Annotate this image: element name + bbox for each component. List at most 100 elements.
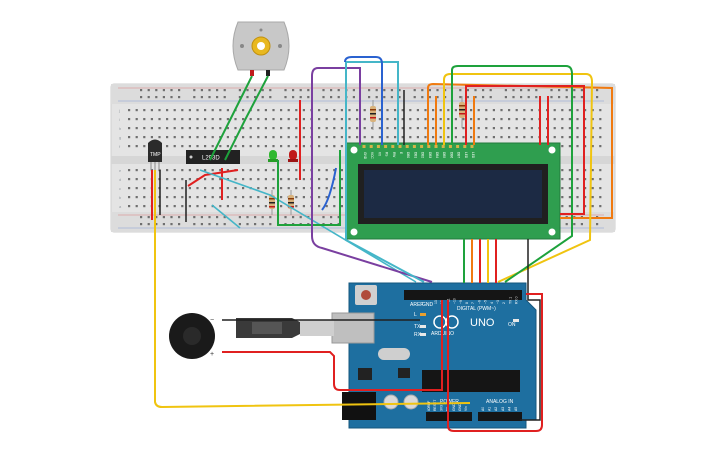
resistor-1[interactable] — [269, 190, 275, 215]
analog-pin-label: A4 — [507, 407, 511, 411]
lcd-pin[interactable] — [405, 145, 409, 148]
digital-header[interactable] — [404, 290, 522, 300]
row-letter-h: h — [119, 126, 121, 131]
usb-cable — [236, 318, 334, 338]
lcd-pin-label: RS — [385, 152, 389, 156]
lcd-pin[interactable] — [369, 145, 373, 148]
buzzer-minus-label: − — [210, 317, 214, 324]
l-led-label: L — [414, 312, 417, 318]
row-letter-b: b — [119, 195, 122, 200]
analog-pin-label: A0 — [481, 407, 485, 411]
lcd-pin[interactable] — [470, 145, 474, 148]
led-green[interactable] — [268, 150, 278, 162]
lcd-pin[interactable] — [412, 145, 416, 148]
lcd-pin-label: DB7 — [457, 152, 461, 158]
lcd-pin[interactable] — [362, 145, 366, 148]
power-pin-label: IOREF — [427, 401, 431, 411]
wire-red-loop — [447, 293, 543, 432]
led-red[interactable] — [288, 150, 298, 162]
lcd-pin[interactable] — [420, 145, 424, 148]
power-pin-label: GND — [458, 403, 462, 411]
analog-pin-label: A3 — [501, 407, 505, 411]
row-letter-j: j — [118, 108, 120, 113]
digital-pin-label: 8 — [465, 302, 469, 304]
lcd-pin-label: V0 — [377, 152, 381, 156]
lcd-pin[interactable] — [391, 145, 395, 148]
dc-power-jack[interactable] — [342, 392, 376, 420]
lcd-pin-label: DB0 — [406, 152, 410, 158]
digital-pin-label: 4 — [490, 302, 494, 304]
reset-button[interactable] — [361, 290, 371, 300]
lcd-pin[interactable] — [456, 145, 460, 148]
wire-cyan-lcd — [346, 61, 399, 145]
wires — [151, 56, 613, 432]
on-led-label: ON — [508, 322, 516, 328]
lcd-pin[interactable] — [376, 145, 380, 148]
usb-b-port[interactable] — [331, 312, 375, 344]
lcd-pin-label: DB1 — [413, 152, 417, 158]
lcd-pin-label: DB6 — [449, 152, 453, 158]
digital-pin-label: ~10 — [453, 298, 457, 304]
digital-pin-label: ~5 — [484, 300, 488, 304]
resistor-4[interactable] — [459, 96, 465, 128]
row-letter-i: i — [119, 117, 120, 122]
lcd-pin[interactable] — [384, 145, 388, 148]
lcd-pin-label: VCC — [370, 152, 374, 159]
wire-green-motor-a — [209, 75, 253, 161]
tx-label: TX — [414, 324, 421, 330]
power-pin-label: 3V3 — [439, 405, 443, 411]
lcd-pin-label: DB5 — [442, 152, 446, 158]
digital-pin-label: 7 — [471, 302, 475, 304]
lcd-pin[interactable] — [434, 145, 438, 148]
lcd-pin[interactable] — [427, 145, 431, 148]
analog-header-label: ANALOG IN — [486, 399, 514, 405]
lcd-pin-label: LED — [471, 152, 475, 159]
wire-black-ard — [520, 239, 541, 421]
resistor-3[interactable] — [370, 100, 376, 130]
row-letter-f: f — [119, 144, 121, 149]
arduino-logo — [433, 315, 459, 329]
analog-pin-label: A1 — [488, 407, 492, 411]
power-pin-label: Vin — [464, 406, 468, 411]
analog-header[interactable] — [478, 412, 522, 421]
lcd-pin[interactable] — [448, 145, 452, 148]
temperature-sensor[interactable]: TMP — [148, 139, 162, 171]
digital-pin-label: ~6 — [477, 300, 481, 304]
digital-header-label: DIGITAL (PWM~) — [457, 306, 496, 312]
lcd-pin-label: GND — [363, 152, 367, 160]
piezo-buzzer[interactable]: − + — [169, 313, 215, 359]
wire-red-buzzer — [222, 300, 443, 391]
lcd-pin[interactable] — [398, 145, 402, 148]
digital-pin-label: ~3 — [496, 300, 500, 304]
tmp-label: TMP — [150, 152, 161, 158]
digital-pin-label: TX 1 — [508, 297, 512, 304]
row-letter-g: g — [119, 135, 121, 140]
wire-yellow-lcd — [443, 73, 594, 283]
lcd-pin-label: E — [399, 152, 403, 154]
uno-label: UNO — [470, 317, 495, 329]
row-letter-c: c — [119, 186, 121, 191]
wire-green-motor-b — [224, 75, 269, 161]
lcd-pin-label: RW — [392, 152, 396, 157]
lcd-pin[interactable] — [463, 145, 467, 148]
aref-label: AREF — [410, 302, 423, 308]
wire-blue-top — [344, 56, 383, 145]
gnd-label: GND — [422, 302, 434, 308]
wire-purple-lcd — [318, 67, 361, 145]
wire-yellow-tmp — [154, 170, 471, 409]
lcd-pin[interactable] — [441, 145, 445, 148]
dc-motor[interactable] — [232, 21, 290, 76]
digital-pin-label: ~9 — [459, 300, 463, 304]
rx-label: RX — [414, 332, 422, 338]
digital-pin-label: 2 — [502, 302, 506, 304]
atmega-chip — [422, 370, 520, 392]
power-header-label: POWER — [440, 399, 459, 405]
power-pin-label: GND — [452, 403, 456, 411]
wire-red-chip — [187, 169, 239, 187]
wire-red-lcd — [465, 85, 585, 215]
